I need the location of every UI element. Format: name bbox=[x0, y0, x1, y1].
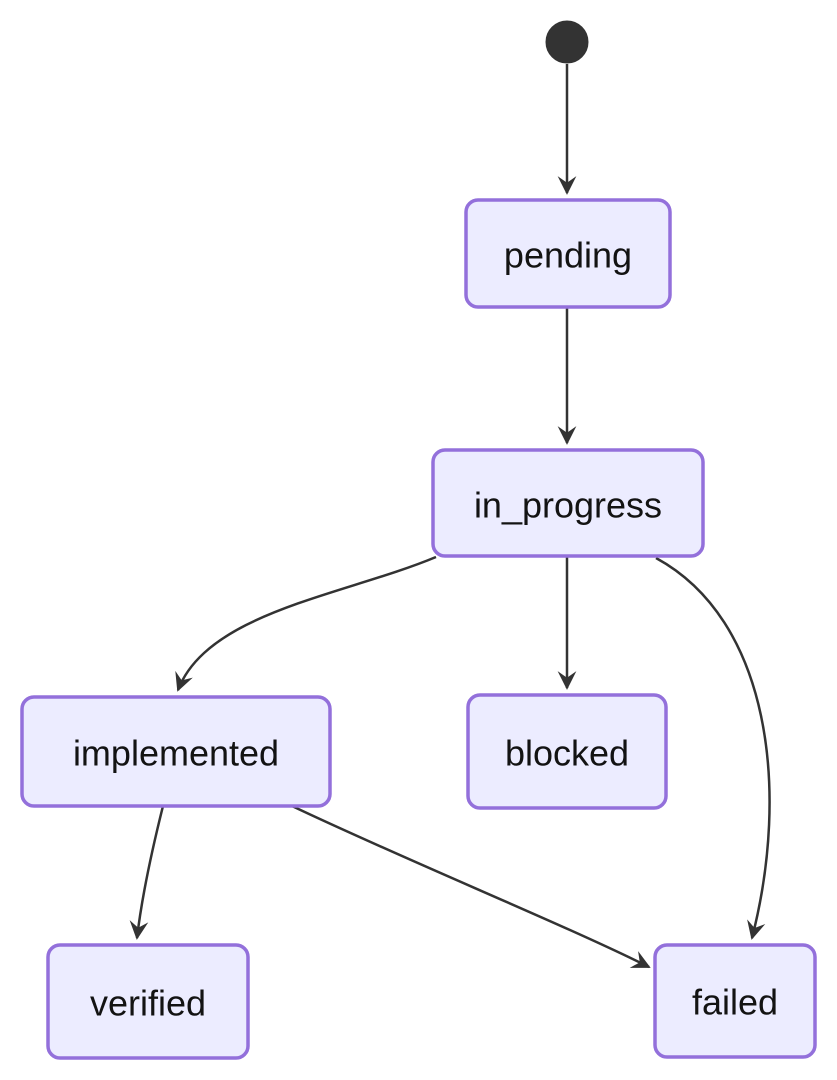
state-node-label: implemented bbox=[73, 733, 279, 774]
edge-implemented-to-verified bbox=[129, 805, 165, 940]
edge-in_progress-to-failed bbox=[655, 556, 771, 940]
state-node-in_progress: in_progress bbox=[431, 448, 705, 558]
state-node-label: failed bbox=[692, 982, 778, 1023]
state-node-box bbox=[46, 943, 250, 1060]
state-node-box bbox=[431, 448, 705, 558]
state-node-box bbox=[653, 943, 817, 1059]
state-node-implemented: implemented bbox=[20, 695, 332, 808]
state-node-label: in_progress bbox=[474, 485, 662, 526]
state-node-box bbox=[20, 695, 332, 808]
start-state-node bbox=[545, 20, 589, 64]
state-node-box bbox=[464, 198, 672, 309]
state-node-label: blocked bbox=[505, 733, 629, 774]
state-node-label: verified bbox=[90, 983, 206, 1024]
edge-in_progress-to-implemented bbox=[175, 555, 437, 692]
edge-implemented-to-failed bbox=[291, 804, 651, 969]
state-node-failed: failed bbox=[653, 943, 817, 1059]
state-node-blocked: blocked bbox=[466, 693, 668, 810]
state-node-pending: pending bbox=[464, 198, 672, 309]
state-node-label: pending bbox=[504, 235, 632, 276]
state-node-verified: verified bbox=[46, 943, 250, 1060]
edge-layer bbox=[129, 64, 771, 969]
state-node-box bbox=[466, 693, 668, 810]
